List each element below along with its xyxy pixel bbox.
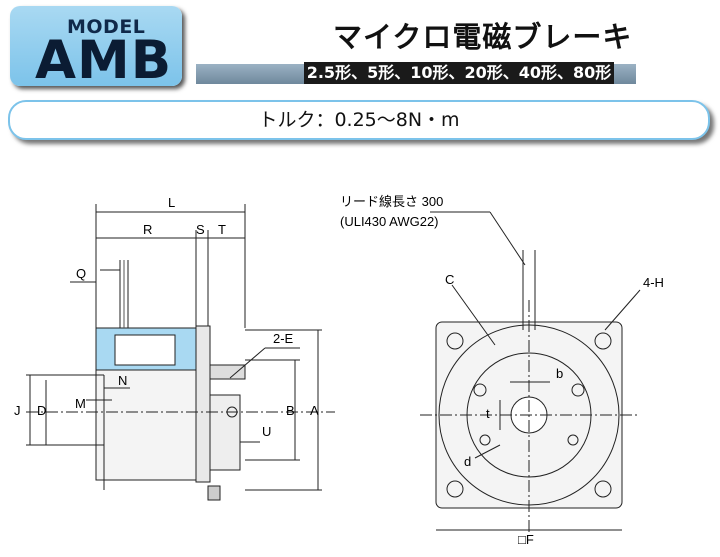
size-list: 2.5形、5形、10形、20形、40形、80形 [304,62,614,84]
dim-d: d [464,454,471,469]
model-badge: MODEL AMB [10,6,182,91]
dim-A: A [310,403,319,418]
dim-b: b [556,366,563,381]
product-title: マイクロ電磁ブレーキ [333,20,633,54]
front-view-drawing: リード線長さ 300 (ULI430 AWG22) C 4-H b t d □F [340,194,664,547]
dim-U: U [262,424,271,439]
torque-banner: トルク：0.25～8N・m [8,100,710,140]
dim-L: L [168,195,175,210]
dim-Q: Q [76,266,86,281]
dim-D: D [37,403,46,418]
model-code: AMB [35,30,173,91]
lead-spec-label: (ULI430 AWG22) [340,214,439,229]
model-label: MODEL [67,16,146,38]
dim-S: S [196,222,205,237]
dim-4H: 4-H [643,275,664,290]
lead-length-label: リード線長さ 300 [340,194,443,209]
dim-R: R [143,222,152,237]
dim-t: t [486,406,490,421]
dim-2E: 2-E [273,331,294,346]
dim-F: □F [518,532,534,547]
dim-B: B [286,403,295,418]
dim-T: T [218,222,226,237]
dim-J: J [14,403,21,418]
dim-N: N [118,373,127,388]
dim-C: C [445,272,454,287]
dim-M: M [75,396,86,411]
side-view-drawing: L R S T Q 2-E N M J D U B A [14,195,335,501]
